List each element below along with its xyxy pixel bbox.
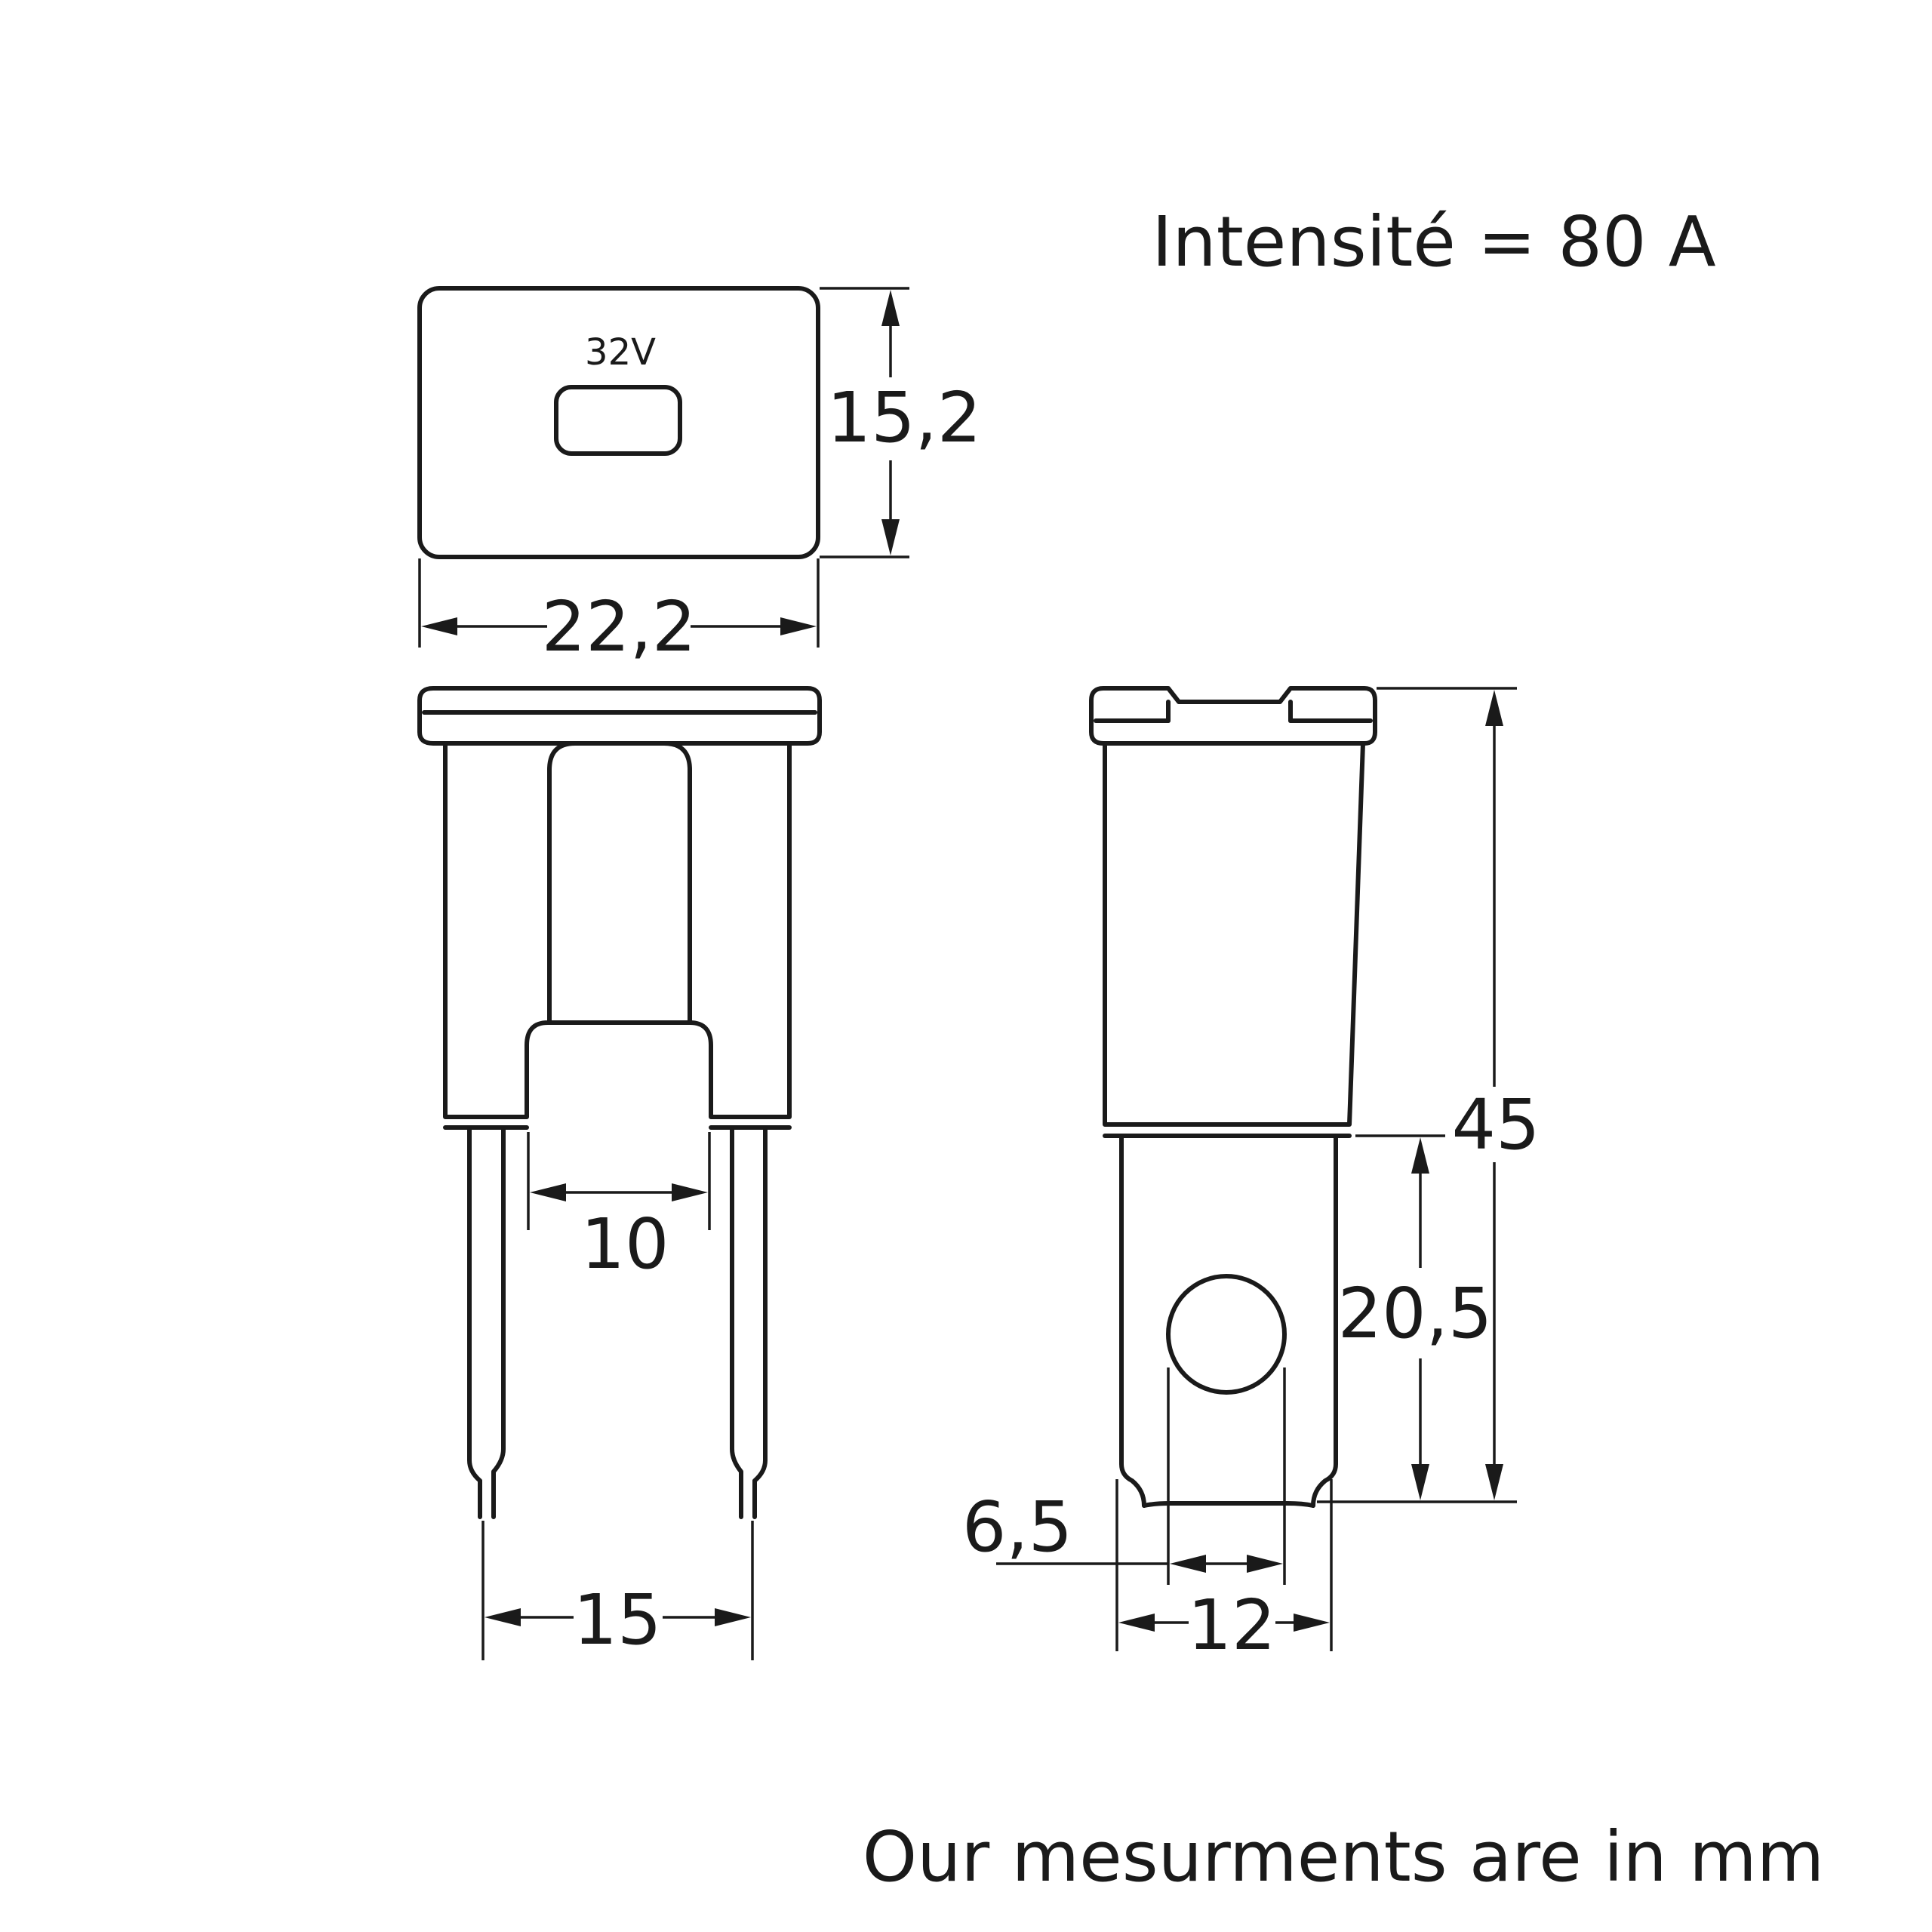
side-housing <box>1103 741 1365 1127</box>
dimension-label-width-top: 22,2 <box>542 586 697 667</box>
dimension-terminal-width: 12 <box>1115 1479 1333 1666</box>
dimension-height-top: 15,2 <box>820 287 982 558</box>
voltage-marking: 32V <box>585 331 656 374</box>
dimension-label-height-top: 15,2 <box>827 377 982 458</box>
side-view: 6,5 12 20,5 45 <box>962 686 1540 1666</box>
dimension-terminal-pitch: 15 <box>481 1521 754 1660</box>
dimension-label-slot-width: 10 <box>580 1204 669 1284</box>
dimension-label-hole-diameter: 6,5 <box>962 1487 1072 1567</box>
side-cap <box>1089 686 1377 746</box>
right-terminal <box>730 1125 743 1519</box>
front-cap <box>417 686 822 746</box>
dimension-terminal-length: 20,5 <box>1317 1134 1517 1503</box>
dimension-overall-height: 45 <box>1377 687 1540 1500</box>
side-terminal <box>1119 1134 1146 1508</box>
left-terminal <box>467 1125 482 1519</box>
front-view: 10 15 <box>417 686 822 1660</box>
units-note: Our mesurments are in mm <box>863 1817 1825 1897</box>
dimension-hole-diameter: 6,5 <box>962 1487 1283 1573</box>
dimension-label-terminal-width: 12 <box>1187 1585 1275 1666</box>
rating-window <box>554 385 682 456</box>
dimension-width-top: 22,2 <box>418 558 820 667</box>
dimension-label-overall-height: 45 <box>1451 1084 1540 1165</box>
front-housing <box>443 741 792 1119</box>
dimension-label-terminal-length: 20,5 <box>1338 1273 1493 1354</box>
terminal-hole <box>1166 1274 1287 1395</box>
dimension-label-terminal-pitch: 15 <box>573 1580 661 1660</box>
rating-label: Intensité = 80 A <box>1152 202 1715 282</box>
top-view-body <box>417 286 820 559</box>
dimension-slot-width: 10 <box>527 1132 711 1284</box>
top-view: 32V 22,2 15,2 <box>417 286 982 667</box>
